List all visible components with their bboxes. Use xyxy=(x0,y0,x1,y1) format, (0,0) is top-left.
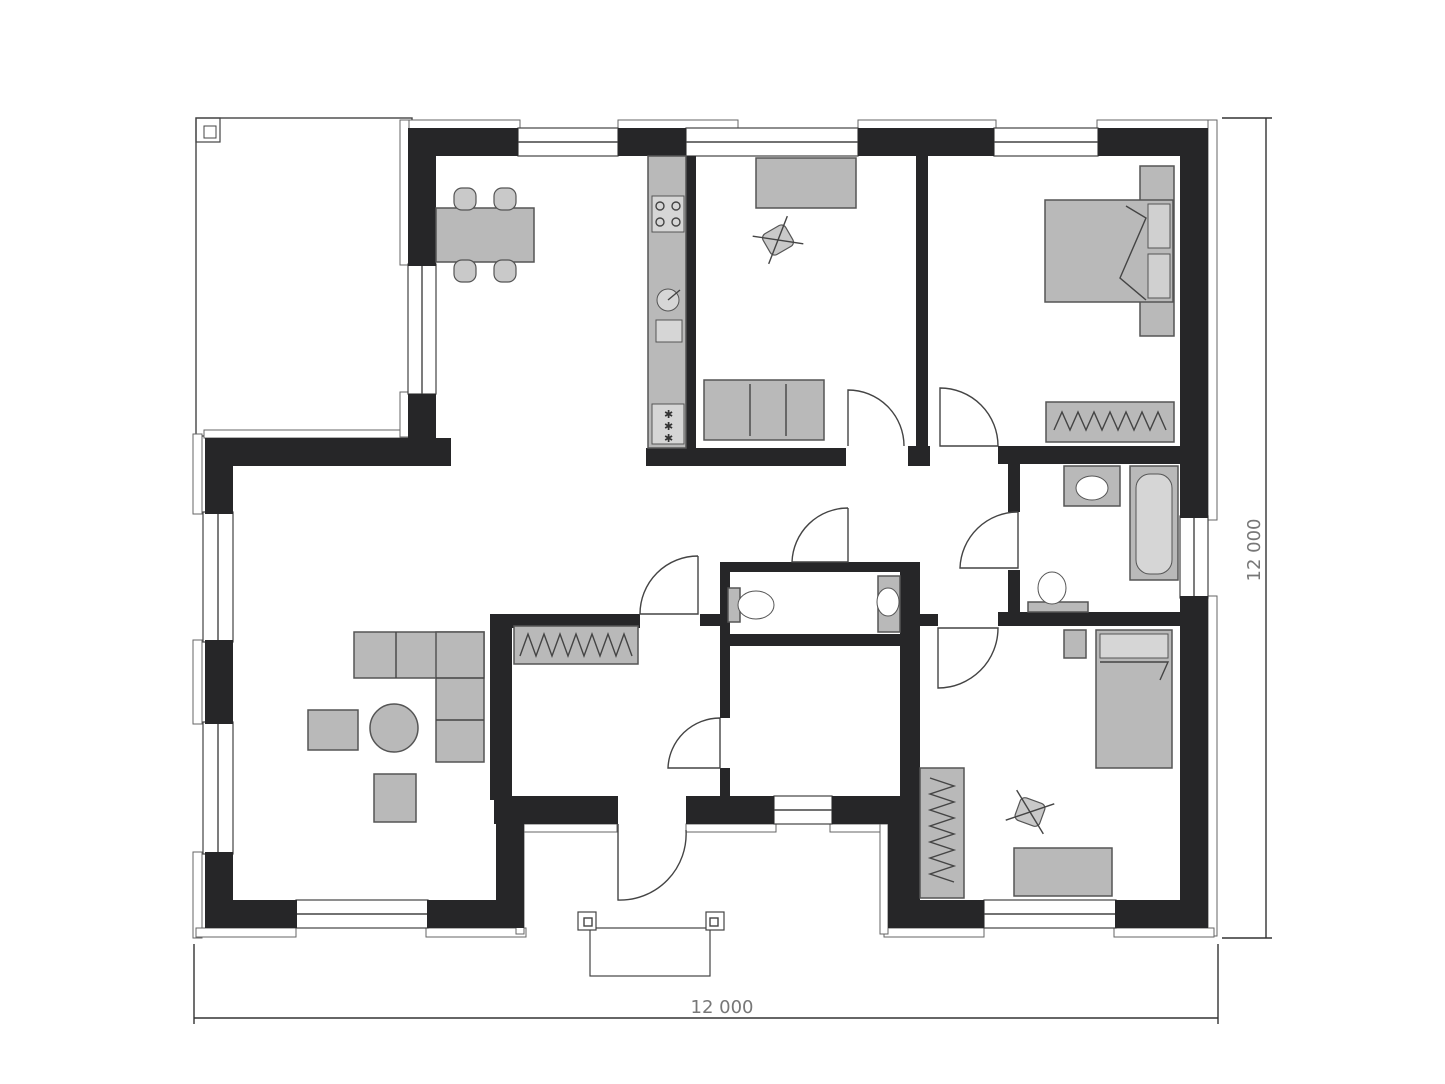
width-dimension: 12 000 xyxy=(193,944,1219,1024)
doors xyxy=(617,387,1019,901)
door xyxy=(617,824,687,901)
width-dimension-label: 12 000 xyxy=(691,997,754,1018)
svg-text:✱: ✱ xyxy=(664,432,673,445)
depth-dimension: 12 000 xyxy=(1222,117,1272,939)
master-bedroom xyxy=(1044,165,1175,443)
corner-sofa xyxy=(353,631,485,763)
chair xyxy=(453,187,477,211)
wardrobe xyxy=(1045,401,1175,443)
sofa xyxy=(703,379,825,441)
svg-text:✱: ✱ xyxy=(664,408,673,421)
desk xyxy=(1013,847,1113,897)
study xyxy=(703,157,857,441)
chair xyxy=(453,259,477,283)
door xyxy=(937,627,999,689)
dining-table xyxy=(435,207,535,263)
door xyxy=(959,511,1019,569)
door xyxy=(639,555,699,615)
door xyxy=(791,507,849,563)
hob xyxy=(651,195,685,233)
armchair xyxy=(373,773,417,823)
bathroom xyxy=(1027,465,1179,613)
living-room xyxy=(307,631,485,823)
chair xyxy=(493,259,517,283)
toilet xyxy=(737,590,775,620)
armchair xyxy=(307,709,359,751)
round-table xyxy=(369,703,419,753)
kitchen: ✱ ✱ ✱ xyxy=(647,155,687,449)
stove xyxy=(651,403,685,445)
toilet xyxy=(1037,571,1067,605)
nightstand xyxy=(1063,629,1087,659)
bedroom-2 xyxy=(919,629,1173,899)
door xyxy=(667,717,721,769)
chair xyxy=(493,187,517,211)
entrance-porch xyxy=(577,911,725,977)
desk xyxy=(755,157,857,209)
svg-text:✱: ✱ xyxy=(664,420,673,433)
walls xyxy=(205,128,1208,928)
depth-dimension-label: 12 000 xyxy=(1244,519,1265,582)
dining-set xyxy=(435,187,535,283)
door xyxy=(847,389,905,447)
windows xyxy=(202,127,1209,929)
office-chair xyxy=(1005,789,1055,835)
terrace xyxy=(195,117,415,439)
office-chair xyxy=(752,215,804,265)
door xyxy=(939,387,999,447)
wardrobe-room xyxy=(513,625,639,665)
wc xyxy=(727,575,901,633)
